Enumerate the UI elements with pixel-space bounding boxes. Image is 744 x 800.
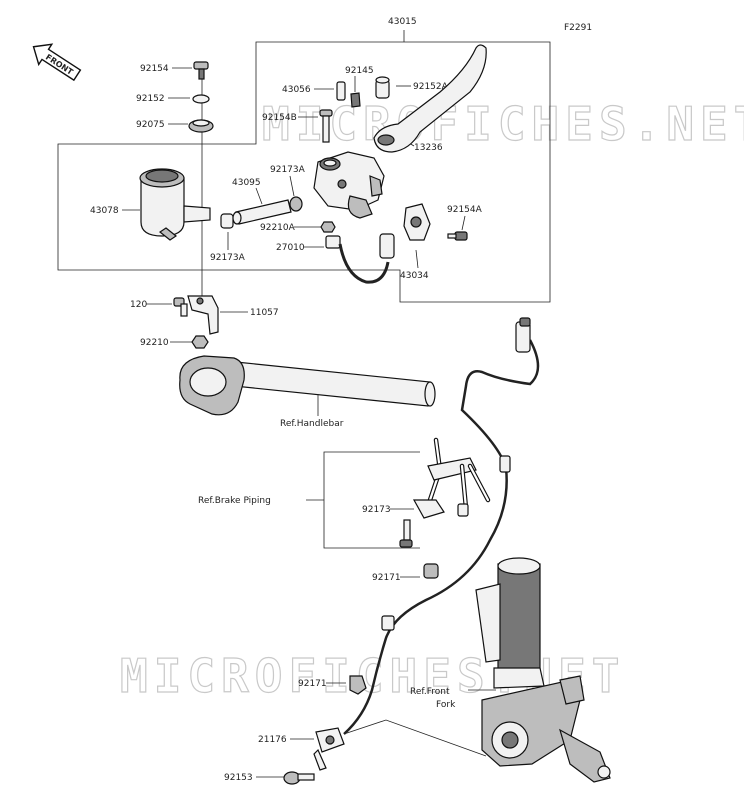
clip-92171-bottom xyxy=(349,675,367,695)
master-cylinder-43056 xyxy=(313,151,385,219)
label-92173A-top: 92173A xyxy=(270,165,306,175)
label-43078: 43078 xyxy=(90,206,119,216)
bolt-92154 xyxy=(193,61,209,80)
label-43056: 43056 xyxy=(282,85,311,95)
label-11057: 11057 xyxy=(250,308,279,318)
handlebar xyxy=(179,355,436,416)
bracket-11057 xyxy=(187,295,219,335)
grommet-92075 xyxy=(188,119,214,133)
nut-92210A xyxy=(320,221,336,233)
spring-92145 xyxy=(350,92,361,108)
washer-92152 xyxy=(192,94,210,104)
label-ref-brake-piping: Ref.Brake Piping xyxy=(198,496,271,506)
clamp-92173 xyxy=(412,499,445,519)
label-92210: 92210 xyxy=(140,338,169,348)
pin-43056 xyxy=(336,81,346,101)
label-92171-top: 92171 xyxy=(372,573,401,583)
label-ref-front-fork-2: Fork xyxy=(436,700,456,710)
label-27010: 27010 xyxy=(276,243,305,253)
label-92210A: 92210A xyxy=(260,223,296,233)
nut-92210 xyxy=(191,335,209,349)
holder-43034 xyxy=(403,203,431,241)
brake-lever-13236 xyxy=(373,44,487,153)
label-92154B: 92154B xyxy=(262,113,297,123)
label-92173: 92173 xyxy=(362,505,391,515)
label-43034: 43034 xyxy=(400,271,429,281)
label-92153: 92153 xyxy=(224,773,253,783)
assembly-boundary xyxy=(57,41,551,303)
label-ref-handlebar: Ref.Handlebar xyxy=(280,419,344,429)
label-43095: 43095 xyxy=(232,178,261,188)
reservoir-43078 xyxy=(139,168,211,241)
watermark-top: MICROFICHES.NET xyxy=(262,97,744,151)
bolt-120 xyxy=(173,297,188,317)
label-92152: 92152 xyxy=(136,94,165,104)
front-fork xyxy=(475,557,611,783)
bolt-92173 xyxy=(399,519,413,548)
label-92154A: 92154A xyxy=(447,205,483,215)
clip-92171-top xyxy=(423,563,439,579)
label-21176: 21176 xyxy=(258,735,287,745)
brake-piping xyxy=(427,437,491,517)
clamp-92173A-top xyxy=(289,196,303,212)
collar-92152A xyxy=(375,76,390,99)
label-43015: 43015 xyxy=(388,17,417,27)
label-92075: 92075 xyxy=(136,120,165,130)
label-92145: 92145 xyxy=(345,66,374,76)
label-120: 120 xyxy=(130,300,147,310)
label-92171-bottom: 92171 xyxy=(298,679,327,689)
label-92173A-bottom: 92173A xyxy=(210,253,246,263)
bolt-92154A xyxy=(447,231,468,241)
label-92152A: 92152A xyxy=(413,82,449,92)
label-13236: 13236 xyxy=(414,143,443,153)
figure-code: F2291 xyxy=(564,23,592,33)
sensor-cable xyxy=(343,317,540,735)
label-ref-front-fork: Ref.Front xyxy=(410,687,450,697)
switch-27010 xyxy=(325,233,395,284)
front-arrow-icon: FRONT xyxy=(32,43,82,82)
bolt-92154B xyxy=(319,109,333,143)
bolt-92153 xyxy=(283,771,315,785)
label-92154: 92154 xyxy=(140,64,169,74)
clamp-92173A-bottom xyxy=(220,213,234,229)
hose-43095 xyxy=(232,199,292,225)
sensor-21176 xyxy=(313,727,345,771)
